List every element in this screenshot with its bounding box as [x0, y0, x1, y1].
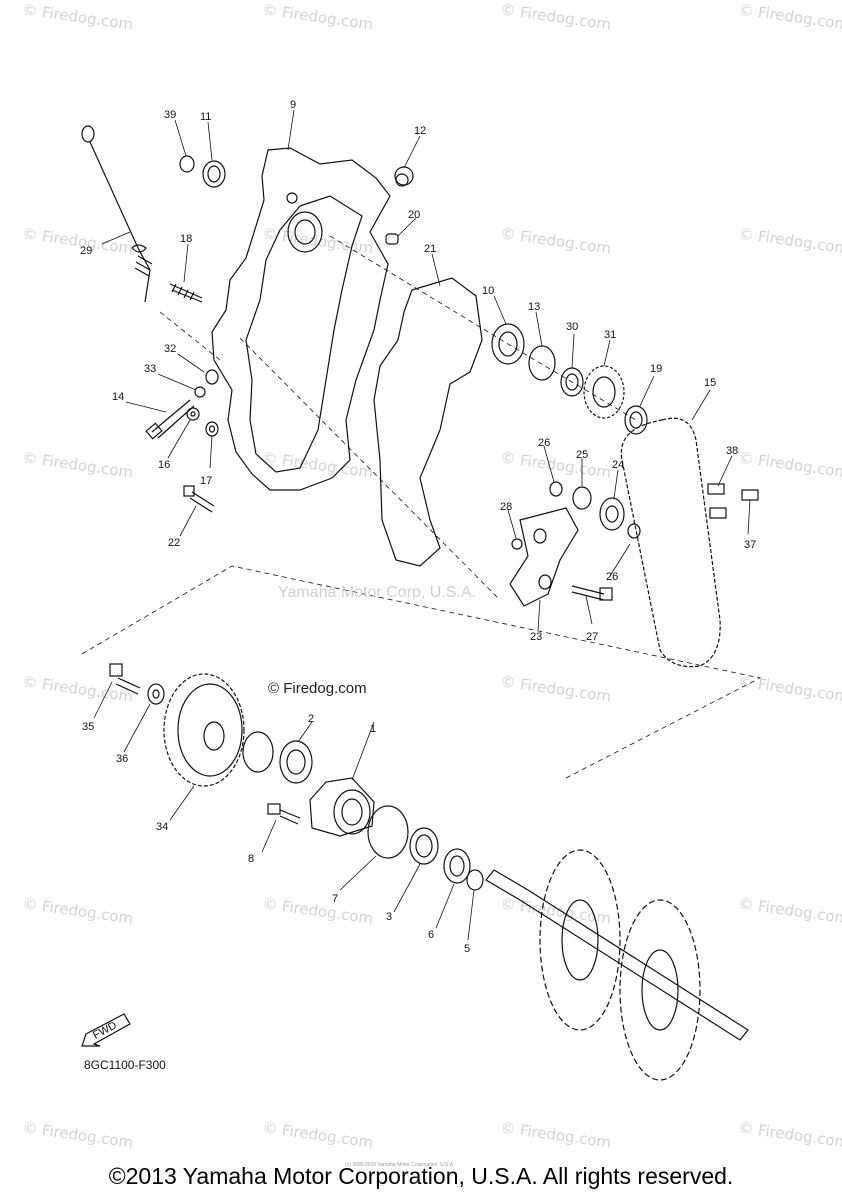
tiny-copyright: (c) 2005-2015 Yamaha Motor Corporation, …: [345, 1162, 455, 1168]
bolt-27: [571, 585, 613, 601]
washer-16: [186, 407, 200, 421]
callout-3: 3: [386, 911, 392, 923]
callout-23: 23: [530, 631, 542, 643]
bolt-37a: [741, 489, 759, 501]
assembly-guide-lines: [81, 235, 762, 779]
circlip-lower: [242, 731, 274, 773]
callout-14: 14: [112, 391, 124, 403]
grommet-19: [205, 369, 219, 385]
bolt-38: [707, 483, 725, 495]
center-watermark: Yamaha Motor Corp, U.S.A.: [278, 584, 476, 601]
drive-axle: [485, 849, 749, 1081]
callout-13: 13: [528, 301, 540, 313]
circlip-13: [528, 345, 556, 381]
washer-17: [205, 421, 219, 437]
collar-26b: [627, 523, 641, 539]
bolt-35: [109, 663, 141, 695]
callout-39: 39: [164, 109, 176, 121]
driven-gear-34: [163, 673, 245, 787]
tensioner-arm-23: [509, 507, 579, 607]
o-ring-7: [367, 805, 409, 859]
callout-7: 7: [332, 893, 338, 905]
callout-20: 20: [408, 209, 420, 221]
callout-26: 26: [606, 571, 618, 583]
bearing-25: [572, 486, 592, 510]
circlip-28: [511, 538, 523, 550]
callout-22: 22: [168, 537, 180, 549]
callout-33: 33: [144, 363, 156, 375]
oil-seal-11: [202, 160, 226, 188]
callout-30: 30: [566, 321, 578, 333]
callout-12: 12: [414, 125, 426, 137]
mid-watermark: © Firedog.com: [268, 680, 367, 697]
dowel-pin-20: [385, 233, 399, 245]
oil-seal-3: [409, 827, 439, 865]
callout-38: 38: [726, 445, 738, 457]
callout-26: 26: [538, 437, 550, 449]
callout-21: 21: [424, 243, 436, 255]
bolt-14: [145, 399, 195, 440]
bolt-37b: [709, 507, 727, 519]
nut-15: [194, 386, 206, 398]
callout-35: 35: [82, 721, 94, 733]
roller-24: [599, 497, 625, 531]
o-ring-5: [466, 869, 484, 891]
callout-32: 32: [164, 343, 176, 355]
collar-6: [443, 848, 471, 884]
dipstick: [81, 125, 153, 303]
callout-9: 9: [290, 99, 296, 111]
collar-32: [624, 405, 648, 435]
callout-19: 19: [650, 363, 662, 375]
chain-case: [211, 147, 391, 491]
callout-31: 31: [604, 329, 616, 341]
bolt-22: [183, 485, 215, 513]
callout-2: 2: [308, 713, 314, 725]
bearing-housing-1: [309, 777, 375, 837]
callout-1: 1: [370, 723, 376, 735]
callout-34: 34: [156, 821, 168, 833]
callout-27: 27: [586, 631, 598, 643]
stud-bolt-18: [169, 283, 203, 303]
sprocket-31: [583, 365, 625, 419]
callout-29: 29: [80, 245, 92, 257]
callout-8: 8: [248, 853, 254, 865]
callout-5: 5: [464, 943, 470, 955]
callout-25: 25: [576, 449, 588, 461]
callout-10: 10: [482, 285, 494, 297]
o-ring-39: [179, 155, 195, 173]
callout-17: 17: [200, 475, 212, 487]
callout-6: 6: [428, 929, 434, 941]
washer-36: [147, 683, 165, 705]
bearing-10: [491, 323, 525, 365]
callout-11: 11: [200, 111, 211, 123]
callout-37: 37: [744, 539, 756, 551]
callout-28: 28: [500, 501, 512, 513]
gasket: [373, 277, 483, 567]
callout-18: 18: [180, 233, 192, 245]
fwd-arrow-icon: [81, 1013, 131, 1047]
callout-36: 36: [116, 753, 128, 765]
bearing-2: [279, 740, 313, 784]
drive-chain: [620, 417, 721, 668]
bolt-8: [267, 803, 301, 825]
leader-lines: [93, 109, 751, 941]
cap-12: [394, 166, 414, 187]
callout-24: 24: [612, 459, 624, 471]
collar-26a: [549, 481, 563, 497]
part-code: 8GC1100-F300: [84, 1058, 166, 1072]
callout-15: 15: [704, 377, 716, 389]
callout-16: 16: [158, 459, 170, 471]
copyright-notice: ©2013 Yamaha Motor Corporation, U.S.A. A…: [108, 1163, 734, 1189]
